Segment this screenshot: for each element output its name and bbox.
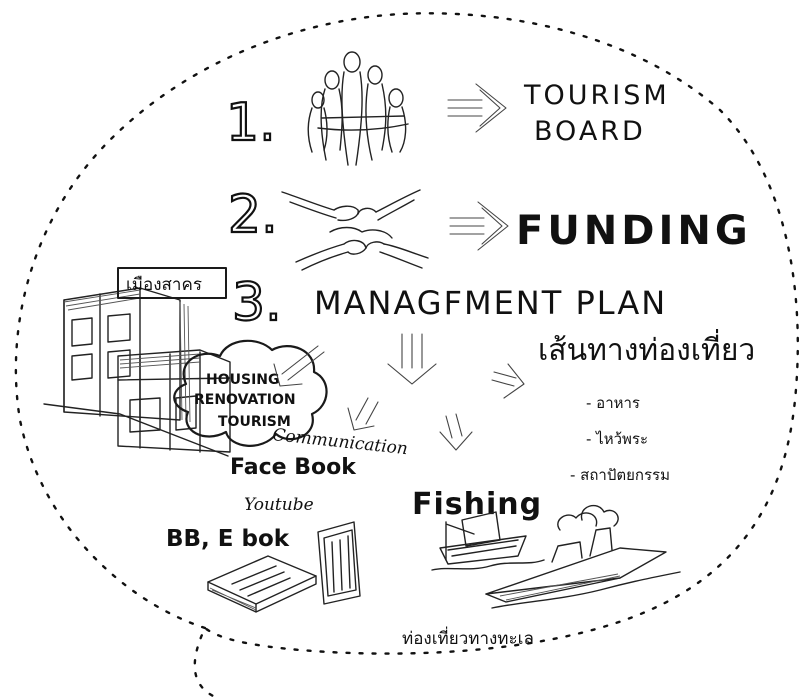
building-sign-text: เมืองสาคร	[126, 275, 202, 295]
people-group-icon	[307, 51, 409, 166]
route-item-1: - อาหาร	[586, 394, 640, 412]
double-arrow-down-right-icon	[439, 413, 473, 451]
double-arrow-right-icon	[447, 83, 507, 133]
building-sign-frame	[117, 267, 227, 299]
step-3-label: MANAGFMENT PLAN	[314, 284, 667, 322]
building-shading	[63, 289, 201, 423]
facebook-label: Face Book	[230, 455, 357, 480]
book-shading	[209, 587, 257, 611]
step-3-number: 3.	[232, 273, 282, 333]
bb-ebook-label: BB, E bok	[166, 526, 290, 552]
step-1-label-line1: TOURISM	[523, 80, 670, 111]
double-arrow-right-icon	[449, 201, 509, 251]
double-arrow-down-left-icon	[273, 345, 325, 387]
double-arrow-down-right-icon	[491, 363, 525, 399]
double-arrow-down-icon	[387, 333, 437, 385]
building-icon	[43, 287, 231, 457]
route-title: เส้นทางท่องเที่ยว	[538, 329, 755, 368]
cloud-line-2: RENOVATION	[194, 392, 296, 408]
youtube-label: Youtube	[244, 495, 314, 515]
ship-shading	[499, 573, 621, 601]
route-item-3: - สถาปัตยกรรม	[570, 466, 670, 484]
ship-icon	[485, 504, 681, 609]
fishing-boat-icon	[431, 511, 545, 571]
step-1-label-line2: BOARD	[534, 116, 646, 147]
cloud-icon	[173, 339, 328, 447]
fishing-caption: ท่องเที่ยวทางทะเล	[402, 626, 534, 649]
double-arrow-down-left-icon	[347, 397, 379, 431]
cloud-line-3: TOURISM	[218, 414, 291, 430]
cloud-line-1: HOUSING	[206, 372, 280, 388]
step-2-label: FUNDING	[516, 208, 752, 254]
book-icon	[207, 555, 317, 613]
route-item-2: - ไหว้พระ	[586, 430, 648, 448]
book-icon	[317, 521, 361, 605]
step-1-number: 1.	[226, 93, 276, 153]
handshake-icon	[281, 189, 429, 271]
speech-bubble-outline	[14, 12, 799, 697]
step-2-number: 2.	[228, 185, 278, 245]
